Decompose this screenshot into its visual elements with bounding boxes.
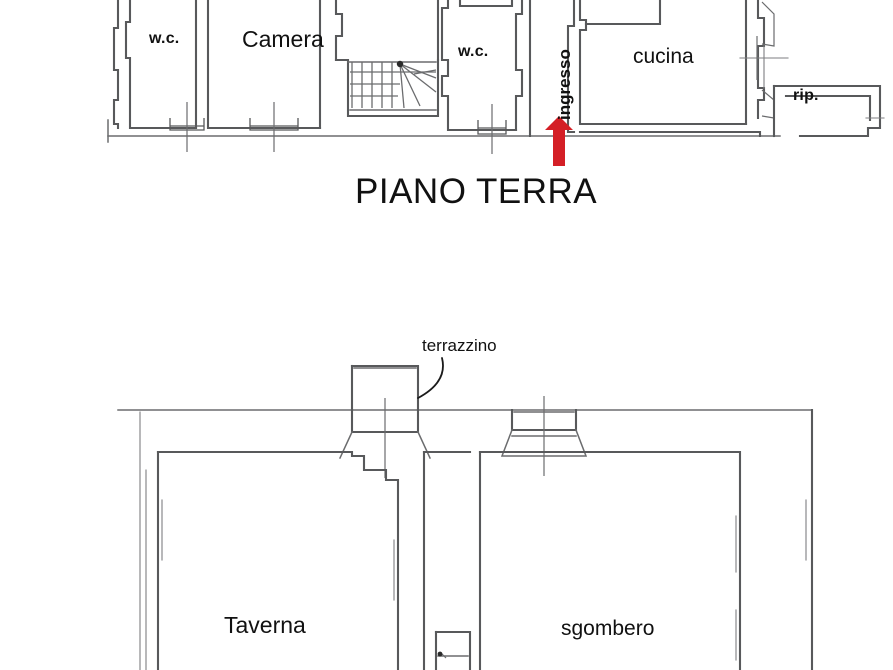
room-label-sgombero: sgombero (561, 617, 655, 640)
wall-wc-left-inner (124, 0, 198, 130)
wall-cucina-left (578, 0, 748, 126)
wall-camera-right-upper (334, 0, 344, 62)
wall-wc-mid-right (514, 0, 524, 132)
opening-axes-ground (186, 36, 758, 154)
door-swing-cucina-right (761, 1, 775, 47)
wall-exterior-left (112, 0, 120, 130)
terrazzino-leader-line (417, 357, 444, 399)
wall-corridor-right (566, 0, 576, 134)
room-label-wc-left: w.c. (149, 30, 180, 47)
wall-taverna-inner (156, 450, 400, 670)
floor-title-piano-terra: PIANO TERRA (355, 172, 598, 211)
terrazzino-splay-left (339, 431, 353, 459)
wall-cucina-top-niche (584, 0, 662, 26)
room-label-taverna: Taverna (224, 612, 306, 638)
terrazzino-outline (350, 364, 420, 412)
door-hinge-central (437, 651, 443, 657)
annotation-label-ingresso: ingresso (555, 49, 574, 120)
door-box-central (434, 630, 472, 670)
wall-sgombero-inner (478, 450, 742, 670)
wall-wc-mid-left (440, 0, 518, 132)
wall-stair-enclosure (334, 58, 440, 118)
room-label-camera: Camera (242, 26, 324, 52)
basement-floor-geometry (117, 357, 814, 670)
wall-cucina-right-outer (756, 0, 766, 120)
wall-rip-inner (784, 94, 872, 122)
wall-wc-mid-top-niche (458, 0, 514, 8)
stair-treads (350, 62, 436, 108)
stair-winder-fan (399, 63, 437, 109)
room-label-wc-mid: w.c. (458, 43, 489, 60)
terrazzino-splay-right (417, 431, 431, 459)
wall-cucina-bottom (578, 130, 762, 138)
room-label-rip: rip. (793, 87, 819, 104)
stair-newel-point (396, 60, 404, 68)
annotation-label-terrazzino: terrazzino (422, 336, 497, 355)
ground-floor-geometry (107, 0, 885, 166)
room-label-cucina: cucina (633, 45, 694, 68)
wall-rip (772, 84, 882, 138)
entrance-arrow-icon (545, 116, 573, 166)
openings-sills-ground (169, 118, 507, 135)
wall-camera-left (206, 0, 322, 130)
